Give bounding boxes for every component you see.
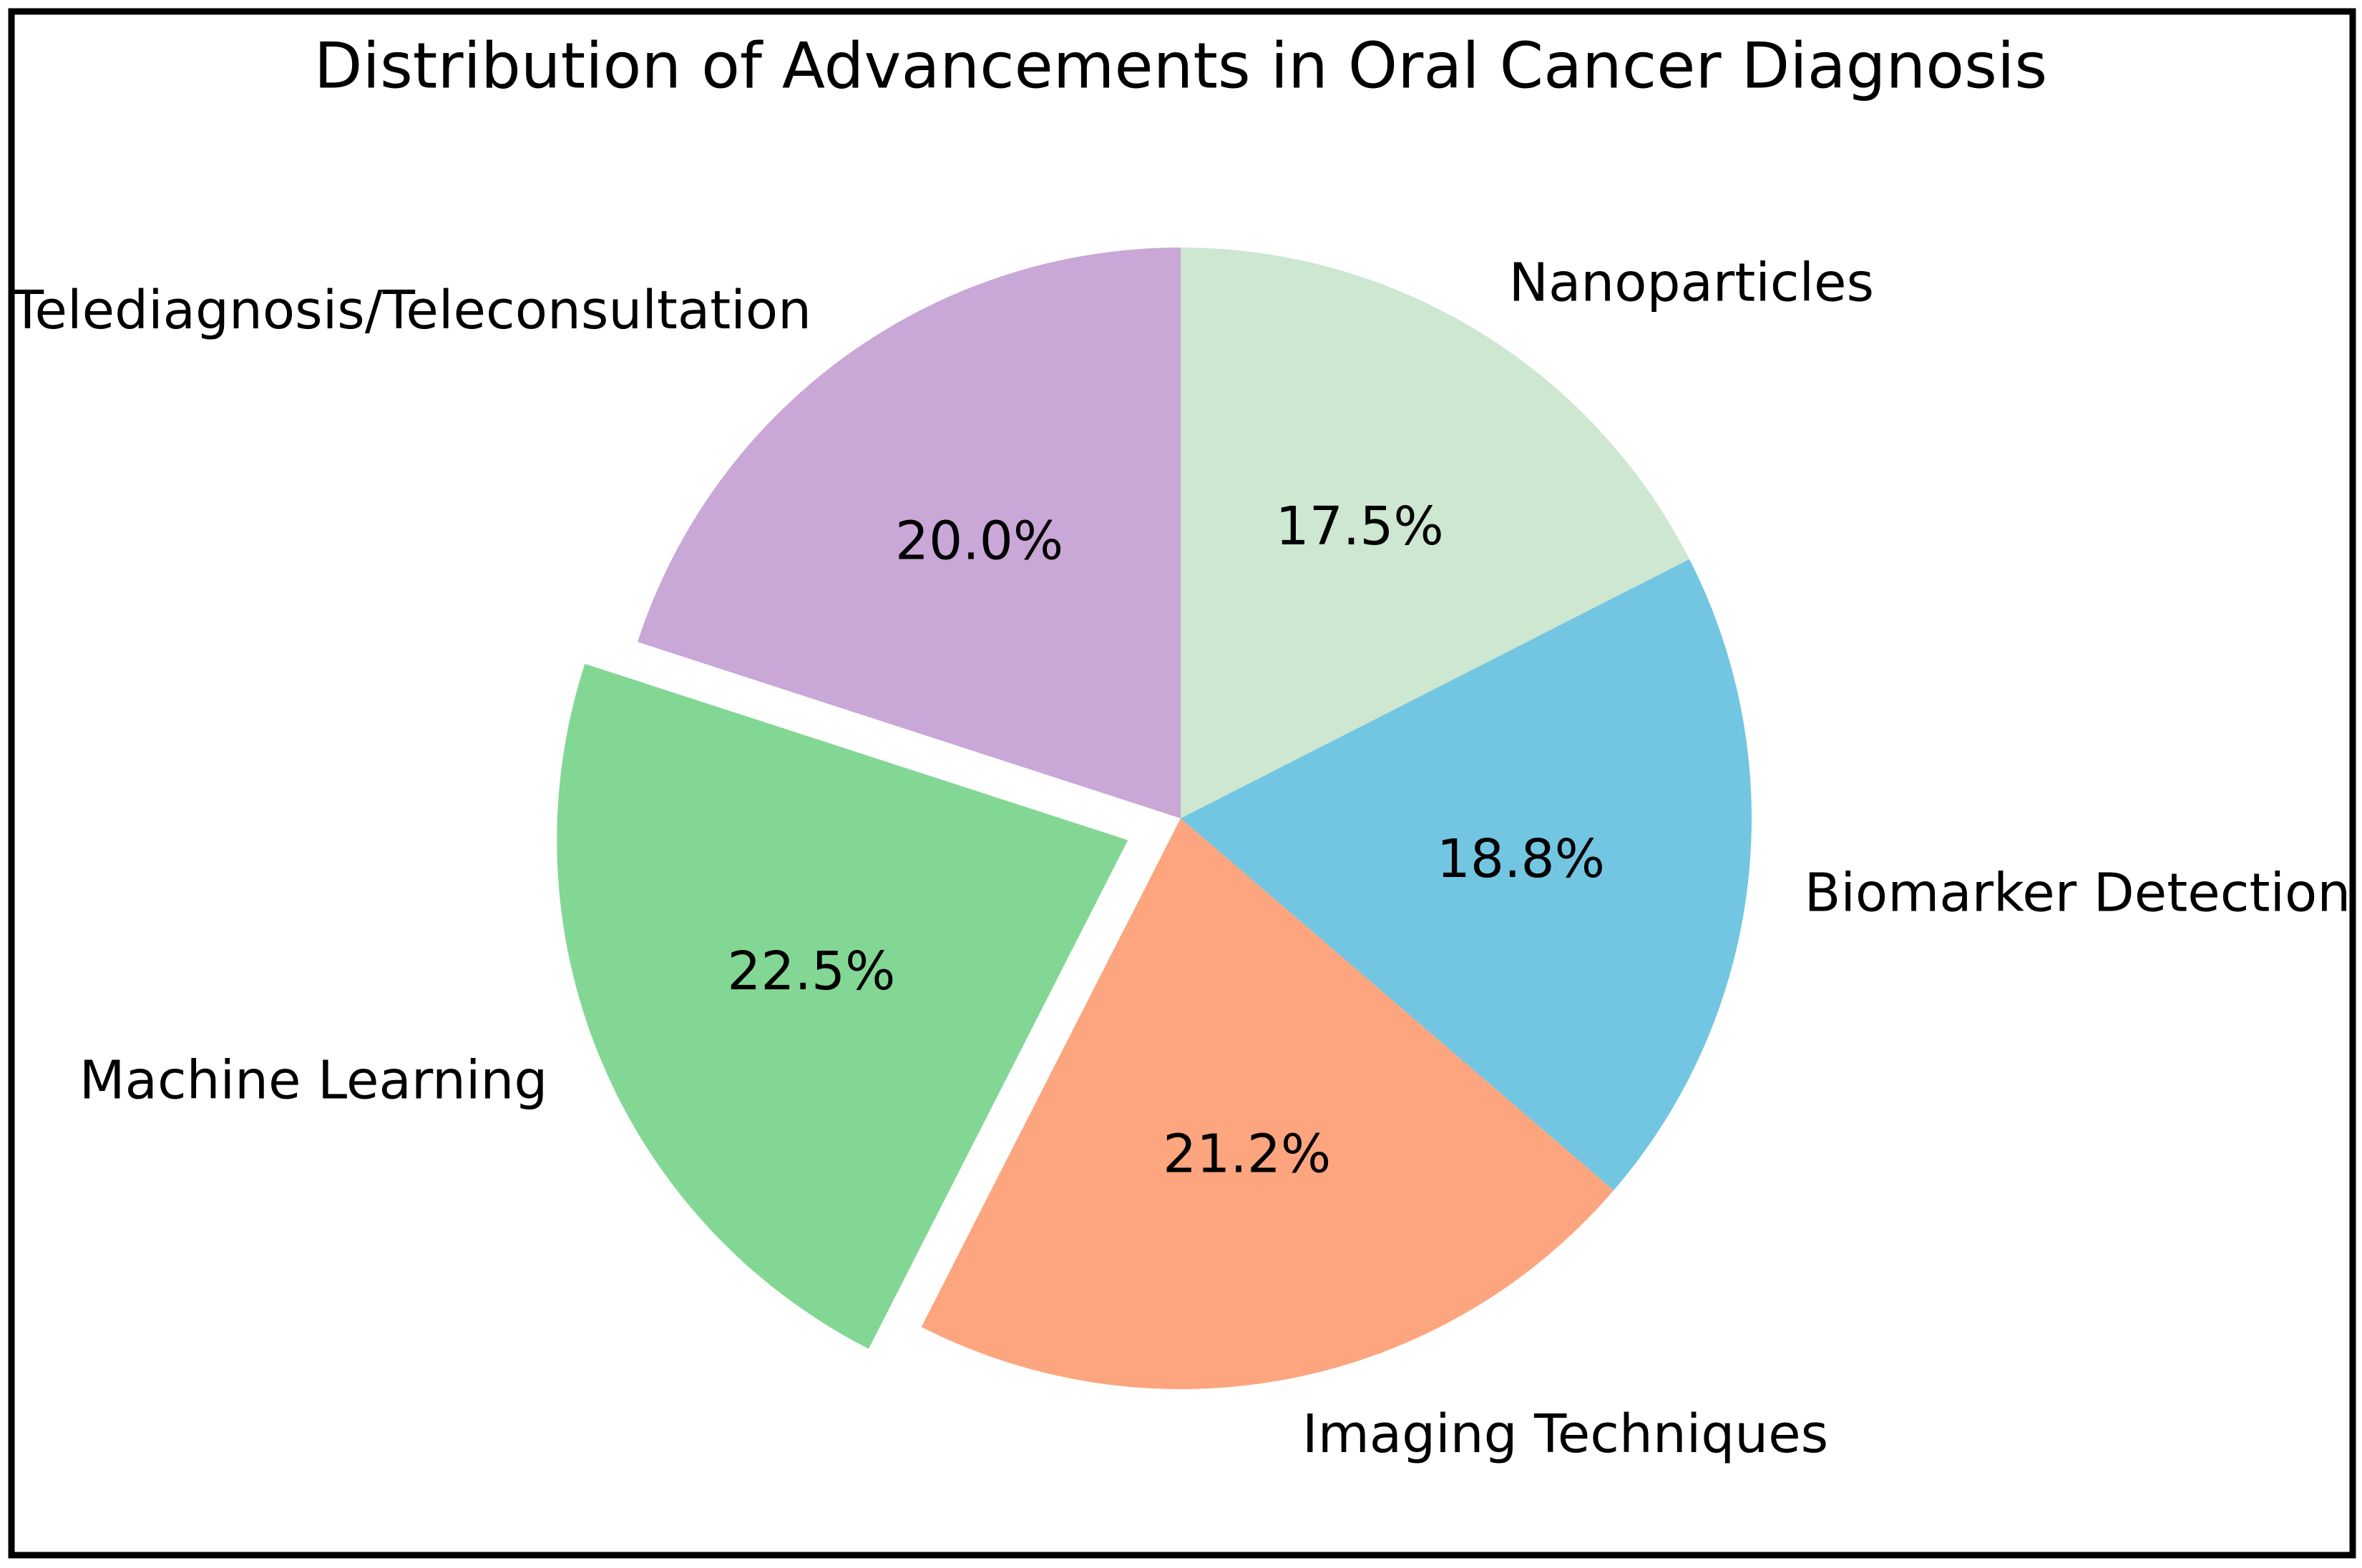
pie-slice-imaging-techniques	[921, 818, 1614, 1389]
category-label-telediagnosis-teleconsultation: Telediagnosis/Teleconsultation	[11, 280, 811, 341]
pie-slice-telediagnosis-teleconsultation	[638, 248, 1181, 818]
pct-label-biomarker-detection: 18.8%	[1437, 828, 1605, 890]
category-label-biomarker-detection: Biomarker Detection	[1805, 863, 2351, 924]
category-label-imaging-techniques: Imaging Techniques	[1302, 1403, 1828, 1465]
pct-label-machine-learning: 22.5%	[727, 941, 895, 1002]
figure-border	[8, 8, 2356, 1559]
category-label-nanoparticles: Nanoparticles	[1509, 253, 1875, 314]
pct-label-telediagnosis-teleconsultation: 20.0%	[895, 511, 1063, 572]
pct-label-imaging-techniques: 21.2%	[1163, 1124, 1331, 1185]
pie-slice-nanoparticles	[1181, 248, 1690, 818]
category-label-machine-learning: Machine Learning	[79, 1050, 548, 1112]
pie-labels: 17.5% Nanoparticles 18.8% Biomarker Detecti…	[11, 253, 2351, 1466]
chart-title: Distribution of Advancements in Oral Can…	[314, 29, 2048, 103]
pie-slice-biomarker-detection	[1181, 559, 1752, 1191]
pie-slice-machine-learning	[557, 663, 1128, 1349]
pct-label-nanoparticles: 17.5%	[1276, 496, 1444, 557]
pie-slices	[557, 248, 1752, 1389]
